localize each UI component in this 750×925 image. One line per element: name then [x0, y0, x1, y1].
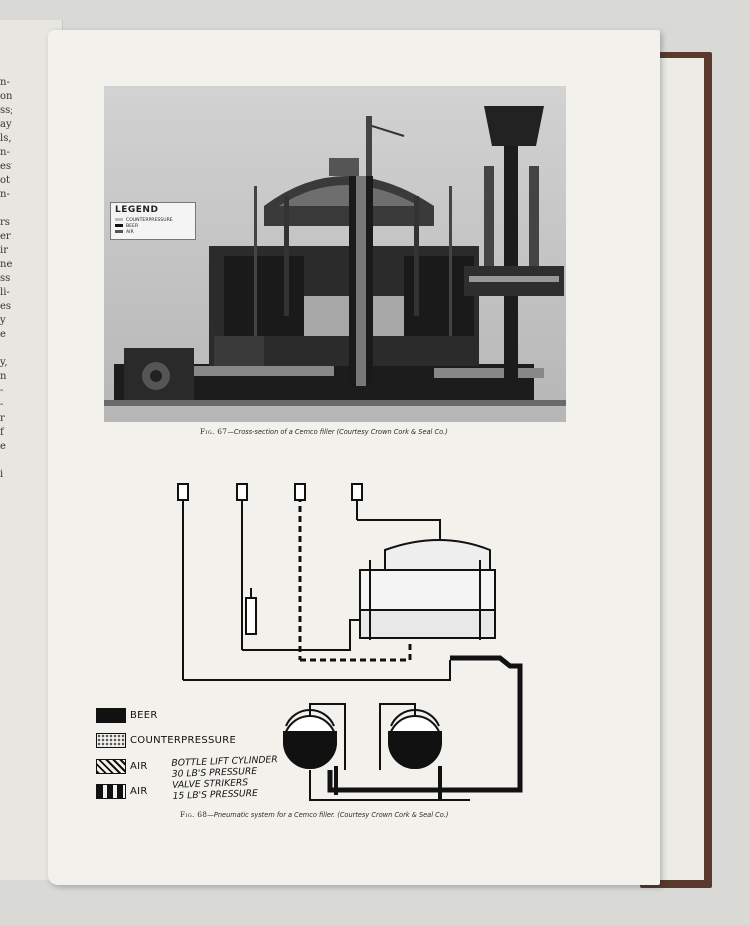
figure-67-photo — [104, 86, 566, 422]
left-page-fragment: n- — [0, 77, 10, 88]
left-page-fragment: ay — [0, 119, 12, 130]
legend-row-beer: BEER — [115, 224, 138, 229]
left-page-fragment — [0, 510, 12, 524]
left-page-fragment: ne — [0, 259, 12, 270]
figure-67-caption-text: —Cross-section of a Cemco filler (Courte… — [227, 428, 448, 436]
figure-68-caption-label: Fig. 68 — [180, 810, 208, 819]
legend-swatch-beer — [115, 224, 123, 227]
key-swatch-air-hatch — [96, 759, 126, 774]
key-item-counterpressure: COUNTERPRESSURE — [96, 733, 236, 748]
left-page-fragment: n — [0, 371, 7, 382]
left-page-fragment: li- — [0, 287, 10, 298]
figure-67-caption: Fig. 67—Cross-section of a Cemco filler … — [200, 427, 448, 436]
left-page-fragment: ir — [0, 245, 8, 256]
figure-67-legend: LEGEND COUNTERPRESSURE BEER AIR — [110, 202, 196, 240]
legend-swatch-air — [115, 230, 123, 233]
left-page-fragment — [0, 594, 12, 608]
key-label-beer: BEER — [130, 710, 158, 721]
left-page-fragment — [0, 566, 12, 580]
left-page-fragment — [0, 454, 12, 468]
key-item-beer: BEER — [96, 708, 158, 723]
left-page-fragment — [0, 496, 12, 510]
left-page-fragment: - — [0, 399, 4, 410]
left-page-fragment — [0, 202, 12, 216]
left-page-fragment: n- — [0, 189, 10, 200]
legend-swatch-counterpressure — [115, 218, 123, 221]
key-item-air-hatch: AIR — [96, 759, 148, 774]
figure-68-caption: Fig. 68—Pneumatic system for a Cemco fil… — [180, 810, 448, 819]
key-swatch-air-dash — [96, 784, 126, 799]
left-page-fragment: es — [0, 301, 12, 312]
gauge-1 — [177, 483, 189, 680]
left-page-fragment — [0, 342, 12, 356]
left-page-fragment — [0, 538, 12, 552]
left-page-fragment: ls, — [0, 133, 12, 144]
left-page-fragment: ss — [0, 273, 11, 284]
figure-67-caption-label: Fig. 67 — [200, 427, 228, 436]
left-page-fragment: on — [0, 91, 12, 102]
left-page-fragment: r — [0, 413, 5, 424]
left-page-fragment: er — [0, 231, 11, 242]
figure-68-caption-text: —Pneumatic system for a Cemco filler. (C… — [207, 811, 449, 819]
left-page-fragment: i — [0, 469, 4, 480]
left-page-fragment: rs — [0, 217, 10, 228]
left-page-fragment: ot — [0, 175, 11, 186]
key-swatch-counterpressure — [96, 733, 126, 748]
left-page-fragment — [0, 482, 12, 496]
legend-label: COUNTERPRESSURE — [126, 218, 173, 223]
left-page-fragment: est — [0, 161, 12, 172]
key-label-air: AIR — [130, 761, 148, 772]
left-page-fragment: n- — [0, 147, 10, 158]
left-page-fragment — [0, 580, 12, 594]
left-page-fragment: e — [0, 329, 6, 340]
left-page-fragment: ss; — [0, 105, 12, 116]
key-item-air-dash: AIR — [96, 784, 148, 799]
key-label-air-dash: AIR — [130, 786, 148, 797]
left-page-fragment: e — [0, 441, 6, 452]
left-page-fragment: f — [0, 427, 4, 438]
left-page-fragment — [0, 524, 12, 538]
legend-label: AIR — [126, 230, 134, 235]
legend-label: BEER — [126, 224, 139, 229]
legend-row-counterpressure: COUNTERPRESSURE — [115, 218, 173, 223]
legend-title: LEGEND — [115, 205, 159, 215]
legend-row-air: AIR — [115, 230, 134, 235]
left-page-fragment: - — [0, 385, 4, 396]
figure-68-notes: BOTTLE LIFT CYLINDER 30 LB'S PRESSURE VA… — [171, 754, 279, 802]
left-page-fragment: y, — [0, 357, 8, 368]
key-swatch-beer — [96, 708, 126, 723]
key-label-counterpressure: COUNTERPRESSURE — [130, 735, 237, 746]
figure-68-diagram — [177, 483, 523, 801]
left-page-fragment: y — [0, 315, 6, 326]
left-page-fragment — [0, 552, 12, 566]
